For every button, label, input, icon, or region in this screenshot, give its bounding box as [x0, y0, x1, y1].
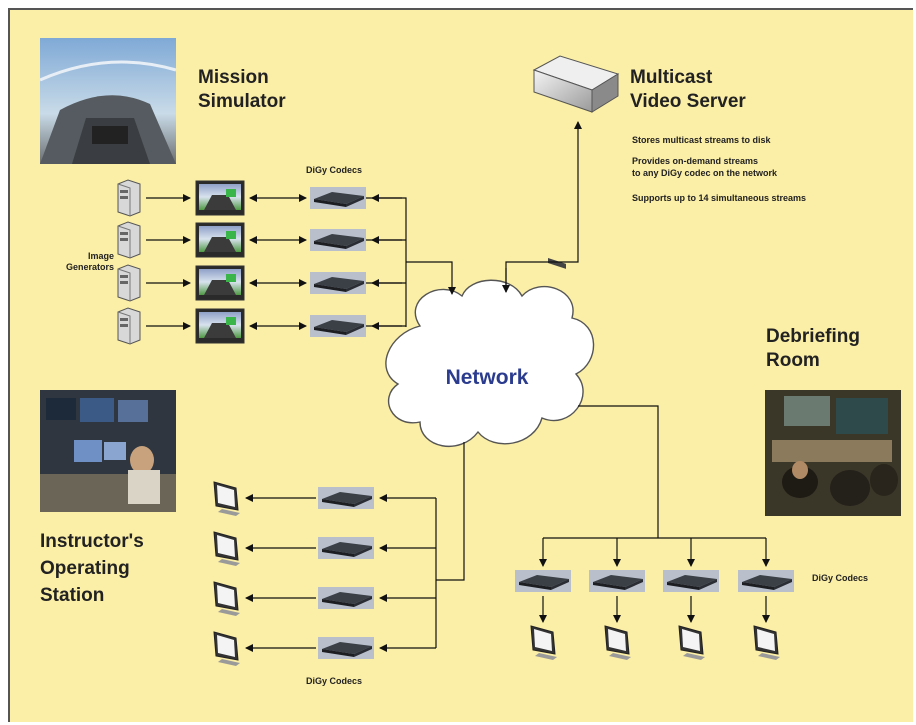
instructors-station-title: Instructor's Operating Station	[40, 528, 144, 609]
cockpit-monitor-icon	[195, 265, 245, 301]
debriefing-room-line2: Room	[766, 350, 820, 371]
codec-box-icon	[738, 570, 794, 592]
debriefing-room-title: Debriefing Room	[766, 325, 860, 373]
server-note-1: Stores multicast streams to disk	[632, 135, 771, 145]
instructors-station-line3: Station	[40, 585, 105, 606]
flat-monitor-icon	[213, 631, 240, 666]
flat-monitor-icon	[213, 481, 240, 516]
cockpit-monitor-icon	[195, 180, 245, 216]
codec-box-icon	[515, 570, 571, 592]
flat-monitor-icon	[678, 625, 705, 660]
multicast-server-title: Multicast Video Server	[630, 66, 746, 114]
network-cloud-icon	[385, 279, 595, 448]
instructors-station-line2: Operating	[40, 558, 130, 579]
codecs-bottom-label: DiGy Codecs	[306, 676, 363, 686]
network-label: Network	[446, 366, 529, 389]
flat-monitor-icon	[213, 531, 240, 566]
debriefing-room-line1: Debriefing	[766, 326, 860, 347]
server-note-3: to any DiGy codec on the network	[632, 168, 778, 178]
mission-simulator-title: Mission Simulator	[198, 66, 286, 114]
image-generators-line1: Image	[87, 251, 114, 261]
flat-monitor-icon	[753, 625, 780, 660]
codec-box-icon	[310, 272, 366, 294]
flat-monitor-icon	[213, 581, 240, 616]
pc-tower-icon	[117, 221, 141, 259]
cockpit-monitor-icon	[195, 308, 245, 344]
cockpit-monitor-icon	[195, 222, 245, 258]
mission-simulator-line1: Mission	[198, 67, 269, 88]
codec-box-icon	[318, 637, 374, 659]
codecs-right-label: DiGy Codecs	[812, 573, 869, 583]
codec-box-icon	[310, 229, 366, 251]
mission-simulator-line2: Simulator	[198, 91, 286, 112]
pc-tower-icon	[117, 307, 141, 345]
operator-station-photo	[40, 390, 176, 512]
pc-tower-icon	[117, 179, 141, 217]
codec-box-icon	[589, 570, 645, 592]
multicast-server-line2: Video Server	[630, 91, 746, 112]
codec-box-icon	[318, 537, 374, 559]
codec-box-icon	[663, 570, 719, 592]
codecs-top-label: DiGy Codecs	[306, 165, 363, 175]
video-server-icon	[532, 55, 620, 269]
instructors-station-line1: Instructor's	[40, 531, 144, 552]
cockpit-photo	[39, 38, 177, 164]
codec-box-icon	[310, 187, 366, 209]
flat-monitor-icon	[604, 625, 631, 660]
image-generators-label: Image Generators	[62, 251, 114, 273]
image-generators-line2: Generators	[65, 262, 114, 272]
flat-monitor-icon	[530, 625, 557, 660]
pc-tower-icon	[117, 264, 141, 302]
server-note-2: Provides on-demand streams	[632, 156, 759, 166]
server-note-4: Supports up to 14 simultaneous streams	[632, 193, 807, 203]
multicast-server-line1: Multicast	[630, 67, 713, 88]
codec-box-icon	[310, 315, 366, 337]
codec-box-icon	[318, 587, 374, 609]
debriefing-room-photo	[765, 390, 901, 516]
codec-box-icon	[318, 487, 374, 509]
